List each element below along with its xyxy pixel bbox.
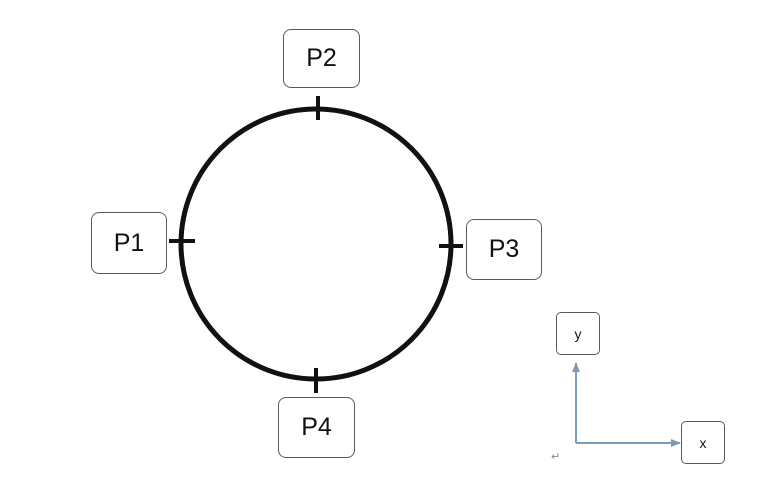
paragraph-mark-icon: ↵	[551, 450, 561, 463]
point-label-p2: P2	[283, 29, 360, 88]
y-axis-label: y	[556, 312, 600, 355]
point-label-p4: P4	[278, 397, 355, 458]
x-axis-label: x	[681, 421, 725, 464]
point-label-p1: P1	[91, 212, 167, 274]
circle	[178, 106, 454, 382]
point-label-p3: P3	[466, 219, 542, 280]
